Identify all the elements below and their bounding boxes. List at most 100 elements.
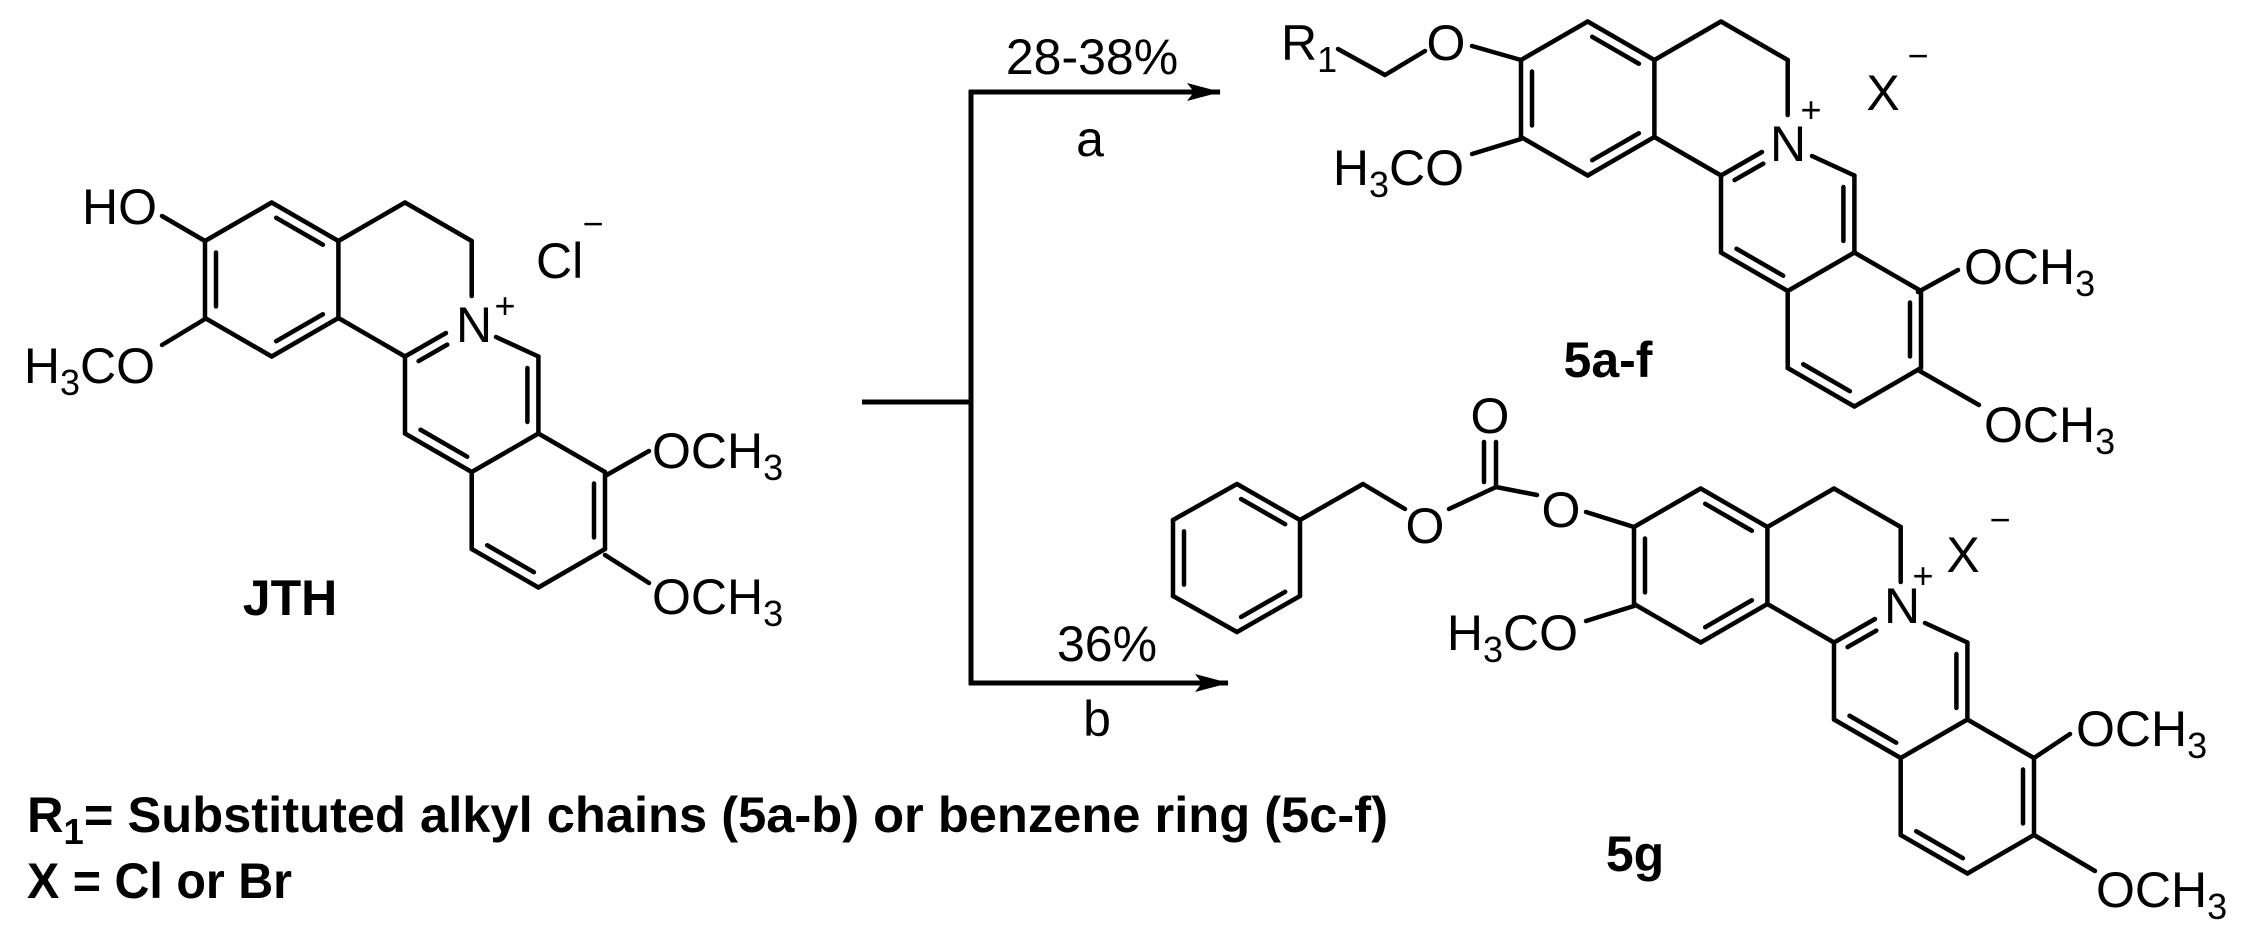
double-bond-inner xyxy=(1913,828,1966,861)
reactant-jth-bonds xyxy=(159,200,652,590)
bond xyxy=(1631,601,1703,645)
bond xyxy=(493,334,541,359)
product-5a-f: R1 O H3CO N + X − OCH3 OCH3 5a-f xyxy=(1281,15,2115,462)
double-bond-inner xyxy=(1589,130,1642,163)
bond xyxy=(159,213,208,244)
bond xyxy=(336,200,408,244)
bond xyxy=(336,315,408,359)
counter-ion-label: X xyxy=(1946,527,1979,583)
bond xyxy=(1469,136,1524,157)
reactant-jth: HO H3CO N + Cl − OCH3 OCH3 JTH xyxy=(24,179,783,634)
bond xyxy=(2031,731,2073,761)
hydroxy-label: HO xyxy=(82,179,157,235)
bond xyxy=(1965,832,2037,876)
bond xyxy=(202,200,274,244)
counter-ion-label: Cl xyxy=(536,233,583,289)
product-5g: O O O H3CO N + X − OCH3 OCH3 5g xyxy=(1406,388,2228,927)
branched-reaction-arrow: 28-38% a 36% b xyxy=(862,29,1229,747)
bond xyxy=(202,315,274,359)
double-bond-inner xyxy=(273,311,326,344)
double-bond-inner xyxy=(1702,597,1755,630)
ester-oxygen-label: O xyxy=(1406,498,1445,554)
bond xyxy=(1809,153,1857,178)
footnote-x-definition: X = Cl or Br xyxy=(27,853,292,909)
arrow-a-yield: 28-38% xyxy=(1006,29,1178,85)
bond xyxy=(1831,616,1878,645)
bond xyxy=(469,431,541,475)
bond xyxy=(1446,484,1499,512)
methoxy-left-label: H3CO xyxy=(24,338,155,403)
bond xyxy=(1785,365,1857,409)
bond xyxy=(159,316,208,348)
arrow-b-condition: b xyxy=(1083,691,1111,747)
double-bond-inner xyxy=(1847,713,1899,745)
bond xyxy=(1297,481,1366,523)
bond xyxy=(1922,620,1970,645)
bond xyxy=(536,431,608,475)
bond xyxy=(536,546,608,590)
cation-charge: + xyxy=(1912,555,1933,596)
bond xyxy=(1518,134,1590,178)
product-5g-bonds xyxy=(1170,439,2098,876)
double-bond-inner xyxy=(416,342,450,364)
double-bond-inner xyxy=(1845,628,1879,650)
bond xyxy=(1765,601,1837,645)
double-bond-inner xyxy=(1800,361,1853,394)
double-bond-inner xyxy=(1238,496,1288,527)
double-bond-inner xyxy=(484,542,537,575)
methoxy-left-label: H3CO xyxy=(1447,605,1578,670)
aryl-oxygen-label: O xyxy=(1542,482,1581,538)
bond xyxy=(1360,481,1408,512)
bond xyxy=(1765,486,1837,530)
methoxy-left-label: H3CO xyxy=(1333,140,1464,205)
bond xyxy=(1585,134,1657,178)
double-bond-inner xyxy=(273,215,326,248)
bond xyxy=(1831,717,1903,761)
bond xyxy=(1915,267,1961,295)
nitrogen-label: N xyxy=(1770,116,1806,172)
bond xyxy=(1852,250,1924,294)
bond xyxy=(1170,481,1240,523)
bond xyxy=(402,200,474,244)
methoxy-right-upper-label: OCH3 xyxy=(1964,239,2095,304)
product-5a-f-bonds xyxy=(1335,19,1982,409)
bond xyxy=(1234,481,1303,523)
r-group-label: R1 xyxy=(1281,15,1337,80)
bond xyxy=(1698,486,1770,530)
double-bond-inner xyxy=(1589,34,1642,67)
ether-oxygen-label: O xyxy=(1427,15,1466,71)
bond xyxy=(269,315,341,359)
bond xyxy=(269,200,341,244)
double-bond-inner xyxy=(1734,246,1786,278)
arrow-a-condition: a xyxy=(1076,111,1104,167)
cation-charge: + xyxy=(1800,89,1821,130)
bond xyxy=(1382,48,1428,78)
bond xyxy=(1469,43,1524,63)
bond xyxy=(1785,250,1857,294)
bond xyxy=(1234,593,1303,635)
bond xyxy=(1583,603,1637,624)
bond xyxy=(1718,149,1765,178)
methoxy-right-lower-label: OCH3 xyxy=(2096,862,2227,927)
bond xyxy=(1831,486,1903,530)
bond xyxy=(1718,250,1790,294)
carbonyl-oxygen-label: O xyxy=(1471,388,1510,444)
bond xyxy=(1652,134,1724,178)
arrow-b-yield: 36% xyxy=(1057,616,1157,672)
bond xyxy=(402,431,474,475)
bond xyxy=(1915,367,1982,408)
bond xyxy=(1698,601,1770,645)
bond xyxy=(1965,717,2037,761)
nitrogen-label: N xyxy=(1884,578,1920,634)
bond xyxy=(1518,19,1590,63)
bond xyxy=(402,330,449,359)
cation-charge: + xyxy=(494,285,515,326)
anion-charge: − xyxy=(1989,499,2010,540)
bond xyxy=(1631,486,1703,530)
compound-label-5a-f: 5a-f xyxy=(1564,332,1653,388)
bond xyxy=(1652,19,1724,63)
bond xyxy=(1898,717,1970,761)
bond xyxy=(602,448,652,479)
double-bond-inner xyxy=(1702,501,1755,534)
